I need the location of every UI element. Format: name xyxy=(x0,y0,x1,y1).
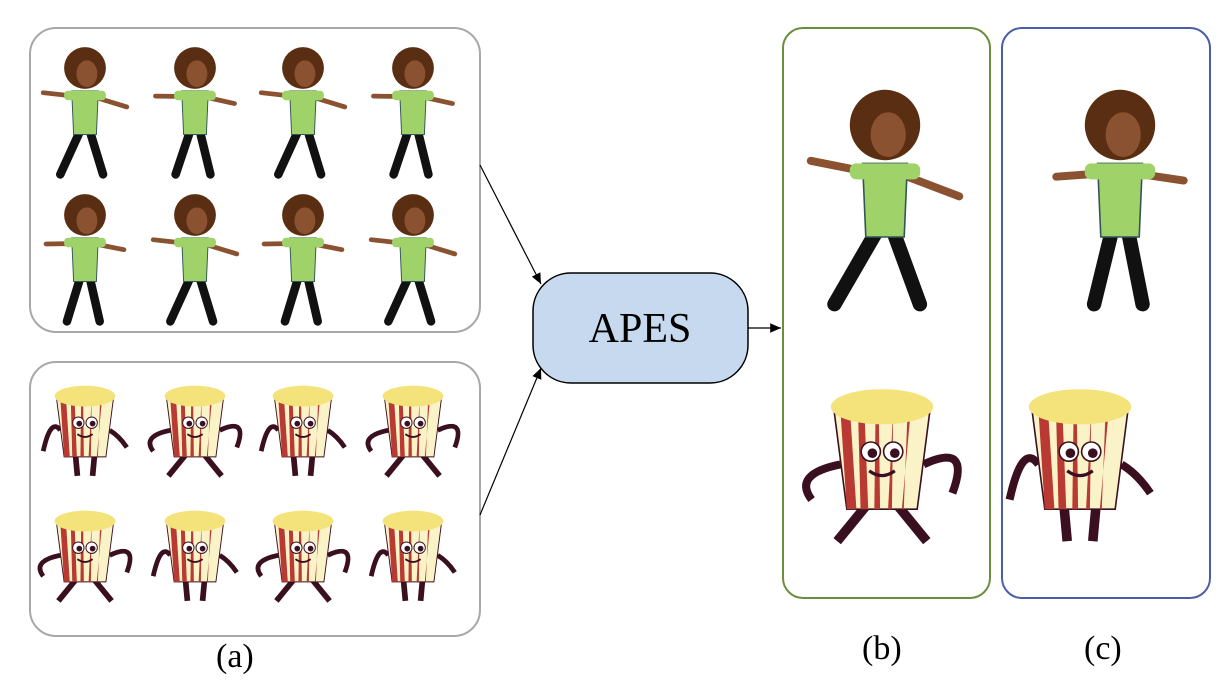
cartoon-person-icon xyxy=(371,47,455,179)
cartoon-popcorn-icon xyxy=(40,385,129,477)
cartoon-popcorn-icon xyxy=(147,385,243,478)
cartoon-person-icon xyxy=(43,194,127,326)
arrow-person-to-apes xyxy=(479,164,542,285)
cartoon-person-icon xyxy=(40,47,130,179)
cartoon-person-icon xyxy=(261,194,345,326)
cartoon-popcorn-icon xyxy=(150,510,239,602)
apes-node xyxy=(532,272,749,384)
input-box-popcorn xyxy=(29,361,481,637)
label-c: (c) xyxy=(1084,630,1122,667)
apes-label: APES xyxy=(589,306,692,352)
cartoon-person-icon xyxy=(150,194,240,326)
cartoon-person-icon xyxy=(258,47,348,179)
cartoon-popcorn-icon xyxy=(1005,389,1154,542)
cartoon-popcorn-icon xyxy=(255,510,351,603)
cartoon-popcorn-icon xyxy=(365,385,461,478)
cartoon-person-icon xyxy=(153,47,237,179)
cartoon-person-icon xyxy=(368,194,458,326)
input-box-person xyxy=(29,27,481,333)
cartoon-popcorn-icon xyxy=(368,510,457,602)
arrow-popcorn-to-apes xyxy=(479,367,542,516)
cartoon-popcorn-icon xyxy=(258,385,347,477)
cartoon-popcorn-icon xyxy=(37,510,133,603)
label-a: (a) xyxy=(216,638,254,675)
cartoon-popcorn-icon xyxy=(802,389,962,545)
cartoon-person-icon xyxy=(806,89,964,312)
cartoon-person-icon xyxy=(1052,89,1188,312)
label-b: (b) xyxy=(862,630,902,667)
